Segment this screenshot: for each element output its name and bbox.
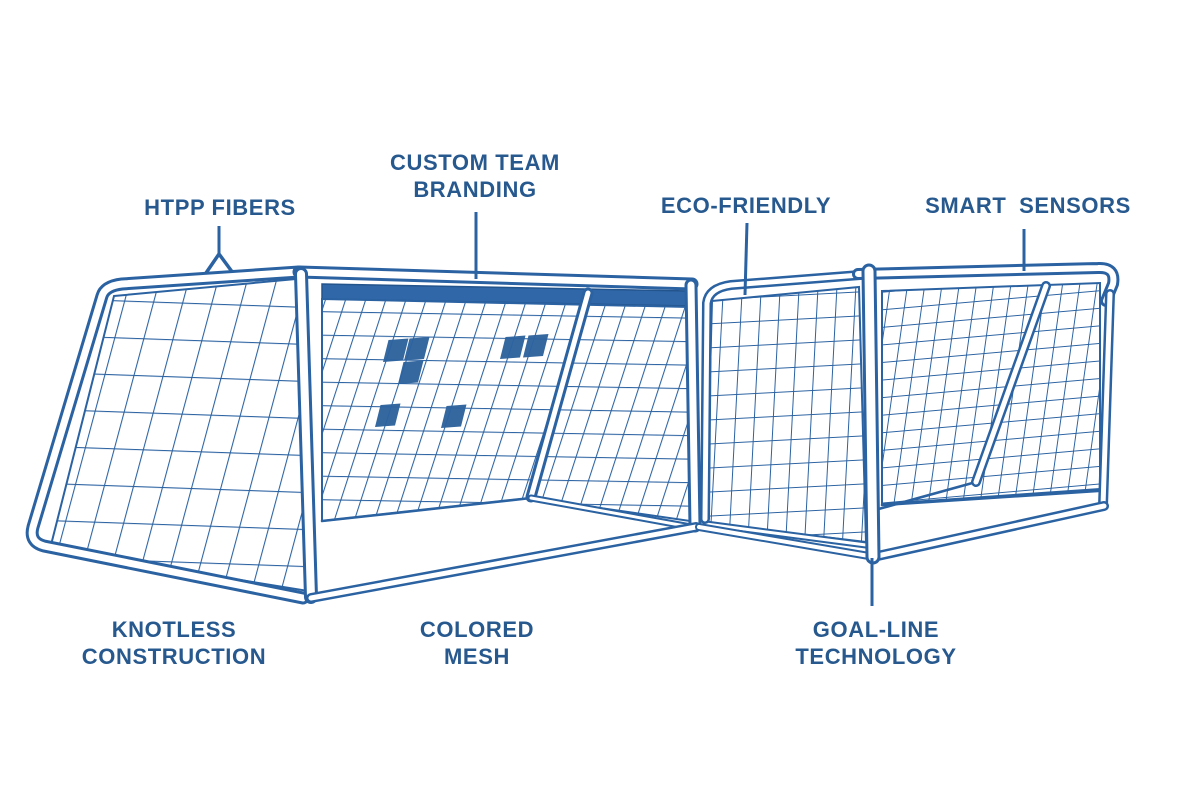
right-goal-net-bottom bbox=[880, 489, 1100, 507]
label-custom-branding-line1: CUSTOM TEAM bbox=[390, 150, 560, 175]
label-colored-mesh-line2: MESH bbox=[444, 644, 510, 669]
right-goal-far-bottom-bar bbox=[873, 480, 978, 512]
left-goal bbox=[25, 252, 702, 605]
label-knotless-construction: KNOTLESS CONSTRUCTION bbox=[82, 616, 266, 670]
label-goal-line-line1: GOAL-LINE bbox=[812, 617, 940, 642]
label-custom-branding-line2: BRANDING bbox=[413, 177, 537, 202]
right-goal-back-net bbox=[881, 281, 1101, 506]
label-custom-branding: CUSTOM TEAM BRANDING bbox=[390, 149, 560, 203]
label-knotless-line2: CONSTRUCTION bbox=[81, 644, 267, 669]
label-knotless-line1: KNOTLESS bbox=[111, 617, 237, 642]
right-goal bbox=[695, 261, 1120, 565]
left-goal-front-net bbox=[321, 297, 691, 523]
label-goal-line-line2: TECHNOLOGY bbox=[795, 644, 957, 669]
label-goal-line-technology: GOAL-LINE TECHNOLOGY bbox=[795, 616, 956, 670]
right-goal-side-net bbox=[704, 285, 868, 544]
label-colored-mesh-line1: COLORED bbox=[419, 617, 535, 642]
label-htpp-fibers: HTPP FIBERS bbox=[144, 195, 296, 220]
label-colored-mesh: COLORED MESH bbox=[420, 616, 534, 670]
label-smart-sensors: SMART SENSORS bbox=[925, 193, 1131, 218]
leader-lines bbox=[217, 212, 1026, 606]
left-goal-net-bottom bbox=[320, 496, 533, 523]
label-eco-friendly: ECO-FRIENDLY bbox=[660, 193, 832, 218]
eco-friendly-leader bbox=[743, 222, 749, 296]
